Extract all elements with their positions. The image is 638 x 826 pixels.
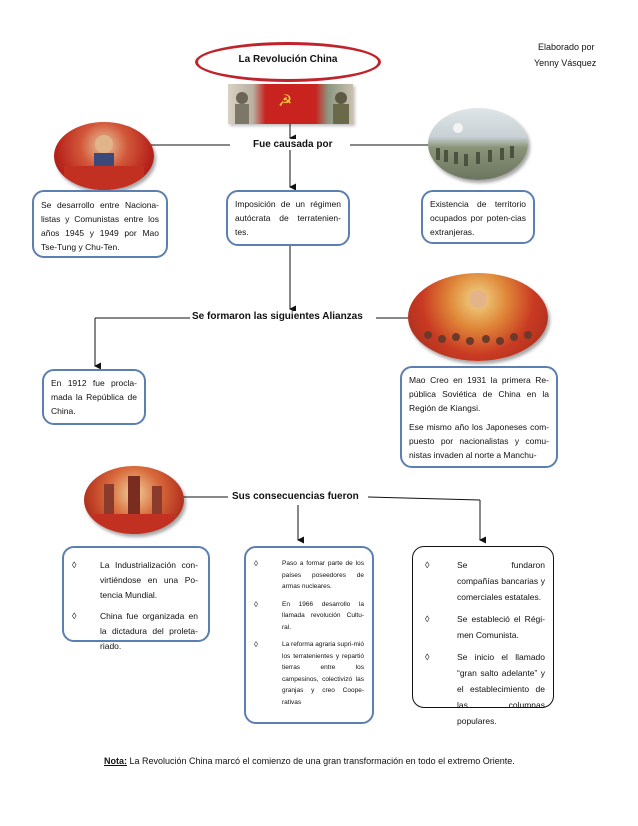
bullet-diamond-icon: ◊ <box>425 614 430 624</box>
bullet-diamond-icon: ◊ <box>254 640 258 649</box>
bullet-diamond-icon: ◊ <box>425 560 430 570</box>
consequence-left-text-1: La Industrialización con-virtiéndose en … <box>100 560 198 600</box>
photo-crowd-poster <box>408 273 548 361</box>
alliance-box-left: En 1912 fue procla-mada la República de … <box>42 369 146 425</box>
footnote-label: Nota: <box>104 756 127 766</box>
consequence-center-item: ◊ Paso a formar parte de los países pose… <box>254 558 364 593</box>
consequence-left-item: ◊ La Industrialización con-virtiéndose e… <box>72 558 198 603</box>
footnote: Nota: La Revolución China marcó el comie… <box>104 756 515 766</box>
consequence-center-item: ◊ La reforma agraria supri-mió los terra… <box>254 639 364 708</box>
cause-box-center: Imposición de un régimen autócrata de te… <box>226 190 350 246</box>
consequence-center-item: ◊ En 1966 desarrollo la llamada revoluci… <box>254 599 364 634</box>
title-photo: ☭ <box>228 84 353 124</box>
consequence-right-item: ◊ Se fundaron compañías bancarias y come… <box>421 557 545 605</box>
credit-line-1: Elaborado por <box>538 42 595 52</box>
consequence-left-text-2: China fue organizada en la dictadura del… <box>100 611 198 651</box>
footnote-text: La Revolución China marcó el comienzo de… <box>127 756 515 766</box>
bullet-diamond-icon: ◊ <box>72 611 77 621</box>
photo-revolution-poster <box>54 122 154 190</box>
consequence-center-text-3: La reforma agraria supri-mió los terrate… <box>282 641 365 706</box>
alliance-left-text: En 1912 fue procla-mada la República de … <box>51 378 137 416</box>
consequence-box-center: ◊ Paso a formar parte de los países pose… <box>244 546 374 724</box>
alliance-box-right: Mao Creo en 1931 la primera Re-pública S… <box>400 366 558 468</box>
bullet-diamond-icon: ◊ <box>254 599 258 609</box>
consequence-right-text-3: Se inicio el llamado “gran salto adelant… <box>457 652 545 726</box>
alliance-right-paragraph-2: Ese mismo año los Japoneses com-puesto p… <box>409 422 549 460</box>
cause-box-left: Se desarrollo entre Naciona-listas y Com… <box>32 190 168 258</box>
consequence-box-left: ◊ La Industrialización con-virtiéndose e… <box>62 546 210 651</box>
cause-box-right: Existencia de territorio ocupados por po… <box>421 190 535 244</box>
bullet-diamond-icon: ◊ <box>425 652 430 662</box>
consequence-center-text-2: En 1966 desarrollo la llamada revolución… <box>282 600 364 631</box>
consequence-right-text-1: Se fundaron compañías bancarias y comerc… <box>457 560 545 602</box>
consequence-right-item: ◊ Se estableció el Régi-men Comunista. <box>421 611 545 643</box>
title-ellipse <box>195 42 381 82</box>
heading-consequences: Sus consecuencias fueron <box>230 491 361 502</box>
consequence-box-right: ◊ Se fundaron compañías bancarias y come… <box>412 546 554 726</box>
line-consequences-right <box>367 496 481 501</box>
bullet-diamond-icon: ◊ <box>254 559 258 568</box>
page-title: La Revolución China <box>238 54 338 65</box>
credit-line-2: Yenny Vásquez <box>534 58 597 68</box>
cause-center-text: Imposición de un régimen autócrata de te… <box>235 199 341 237</box>
bullet-diamond-icon: ◊ <box>72 560 77 570</box>
heading-alliances: Se formaron las siguientes Alianzas <box>190 311 365 322</box>
photo-army-march <box>428 108 528 180</box>
alliance-right-paragraph-1: Mao Creo en 1931 la primera Re-pública S… <box>409 375 549 413</box>
heading-causes: Fue causada por <box>250 139 336 150</box>
svg-text:☭: ☭ <box>278 91 292 110</box>
consequence-right-item: ◊ Se inicio el llamado “gran salto adela… <box>421 649 545 729</box>
cause-right-text: Existencia de territorio ocupados por po… <box>430 199 526 237</box>
consequence-right-text-2: Se estableció el Régi-men Comunista. <box>457 614 545 640</box>
consequence-left-item: ◊ China fue organizada en la dictadura d… <box>72 609 198 654</box>
photo-city-parade <box>84 466 184 534</box>
cause-left-text: Se desarrollo entre Naciona-listas y Com… <box>41 200 159 252</box>
consequence-center-text-1: Paso a formar parte de los países poseed… <box>282 560 364 590</box>
